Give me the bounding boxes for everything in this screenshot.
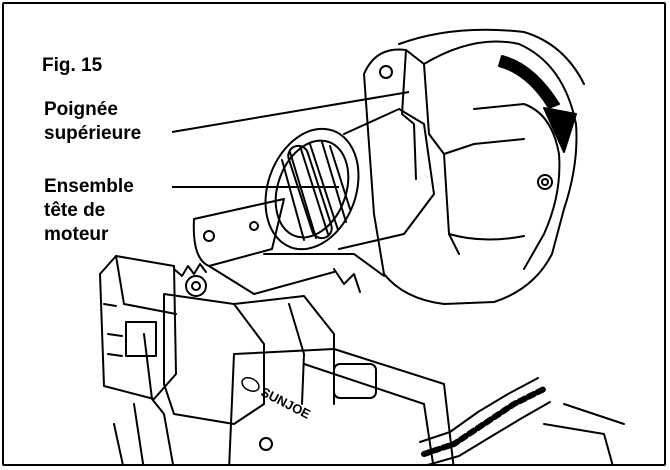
rotation-arrow-icon	[498, 55, 577, 153]
saw-chain	[419, 377, 551, 464]
callout-lines	[171, 91, 410, 188]
miter-saw-illustration: SUNJOE	[99, 28, 625, 464]
spring-pivot	[173, 263, 361, 297]
label-upper-handle-line-1: Poignée	[44, 99, 118, 120]
upper-arm	[192, 198, 385, 295]
motor-head	[264, 108, 435, 251]
saw-base	[113, 348, 625, 464]
battery-pack	[99, 255, 177, 400]
label-motor-head: Ensemble tête de moteur	[44, 175, 134, 247]
label-motor-head-line-3: moteur	[44, 224, 109, 245]
brand-text: SUNJOE	[258, 384, 313, 422]
leader-line-handle	[171, 91, 410, 133]
label-motor-head-line-2: tête de	[44, 200, 106, 221]
label-upper-handle: Poignée supérieure	[44, 98, 141, 146]
figure-title: Fig. 15	[42, 55, 103, 76]
label-motor-head-line-1: Ensemble	[44, 176, 134, 197]
figure-frame: SUNJOE Fig. 15 Poignée supérieure Ensemb…	[2, 2, 666, 466]
label-upper-handle-line-2: supérieure	[44, 123, 142, 144]
blade-guard	[363, 28, 585, 305]
